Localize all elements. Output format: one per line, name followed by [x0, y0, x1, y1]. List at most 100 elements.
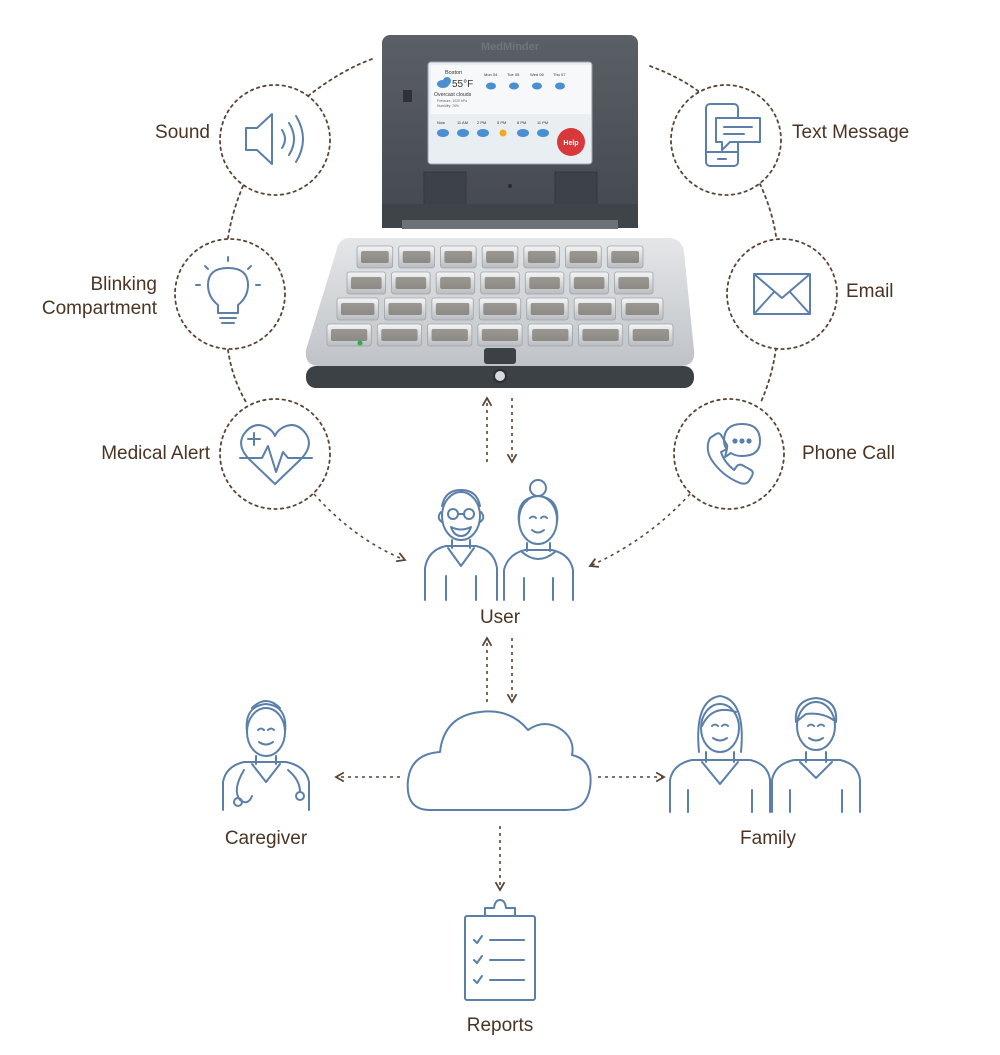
ring-right-lower [759, 347, 777, 405]
email-node [726, 238, 838, 350]
hourly-cloud-icon [457, 129, 469, 137]
pill-compartment[interactable] [527, 323, 573, 347]
pill-compartment[interactable] [569, 271, 609, 295]
label-phone-call: Phone Call [802, 443, 895, 464]
help-button[interactable] [557, 128, 585, 156]
ring-left-lower [227, 349, 247, 403]
cloud-icon [406, 710, 592, 811]
pill-compartment[interactable] [524, 271, 565, 295]
pill-compartment[interactable] [621, 297, 664, 321]
heart-pulse-icon [239, 424, 313, 485]
weather-city: Boston [445, 70, 462, 76]
pill-compartment[interactable] [478, 297, 522, 321]
pill-compartment[interactable] [606, 245, 644, 269]
envelope-icon [753, 273, 811, 315]
label-sound: Sound [155, 122, 210, 143]
weather-widget: Boston 55°F Overcast clouds Pressure: 10… [431, 65, 591, 114]
hourly-time-label: 8 PM [517, 120, 526, 125]
pill-compartment[interactable] [440, 245, 477, 269]
hourly-time-label: 11 AM [457, 120, 468, 125]
pill-compartment[interactable] [376, 323, 422, 347]
label-blinking-compartment: Blinking Compartment [27, 273, 157, 321]
hourly-cloud-icon [477, 129, 489, 137]
user-couple-icon [424, 479, 574, 601]
forecast-cloud-icon [486, 82, 496, 90]
pill-compartment[interactable] [427, 323, 473, 347]
pill-compartment[interactable] [573, 297, 616, 321]
forecast-days: Mon 04 Tue 05 Wed 06 Thu 07 [484, 72, 566, 90]
reports-clipboard-icon [464, 899, 536, 1001]
label-email: Email [846, 281, 894, 302]
pill-compartment[interactable] [391, 271, 431, 295]
forecast-day-label: Wed 06 [530, 72, 544, 77]
speaker-grille-left [423, 171, 467, 209]
blinking-compartment-node [174, 238, 286, 350]
sound-node [219, 84, 331, 196]
forecast-cloud-icon [532, 82, 542, 90]
weather-temperature: 55°F [452, 79, 473, 90]
label-caregiver: Caregiver [224, 828, 308, 849]
pill-compartment[interactable] [578, 323, 624, 347]
ring-top-right [649, 65, 703, 95]
label-family: Family [740, 828, 796, 849]
speaker-icon [245, 113, 304, 165]
medminder-pill-dispenser: MedMinder Boston 55°F Overcast clouds Pr… [305, 35, 695, 388]
device-brand: MedMinder [481, 41, 540, 53]
lock-keyhole [493, 369, 507, 383]
label-text-message: Text Message [792, 122, 910, 143]
arrow-phone-call-to-user [588, 493, 691, 568]
front-notch [484, 348, 516, 364]
forecast-day-label: Tue 05 [507, 72, 520, 77]
lid-latch [403, 90, 412, 102]
sensor-dot [508, 184, 512, 188]
help-label: Help [563, 140, 578, 147]
pill-compartment[interactable] [326, 323, 372, 347]
pill-compartment[interactable] [398, 245, 435, 269]
alert-ring [227, 57, 777, 405]
hourly-time-label: 5 PM [497, 120, 506, 125]
text-message-node [670, 84, 782, 196]
hourly-cloud-icon [437, 129, 449, 137]
pill-compartment[interactable] [346, 271, 386, 295]
pill-compartment[interactable] [481, 245, 519, 269]
pill-compartment[interactable] [356, 245, 394, 269]
label-reports: Reports [466, 1015, 534, 1036]
label-medical-alert: Medical Alert [101, 443, 210, 464]
medical-alert-node [219, 398, 331, 510]
forecast-day-label: Mon 04 [484, 72, 498, 77]
label-blinking-compartment-text: Blinking Compartment [41, 274, 157, 319]
pill-compartment[interactable] [628, 323, 674, 347]
pill-compartment[interactable] [384, 297, 427, 321]
forecast-cloud-icon [509, 82, 519, 90]
pill-compartment[interactable] [336, 297, 379, 321]
hourly-time-label: 11 PM [537, 120, 548, 125]
cloud-icon [437, 77, 451, 88]
hourly-time-label: Now [437, 120, 445, 125]
pill-compartment[interactable] [565, 245, 602, 269]
hourly-cloud-icon [537, 129, 549, 137]
hourly-time-label: 2 PM [477, 120, 486, 125]
family-couple-icon [669, 695, 861, 813]
phone-call-icon [706, 423, 761, 485]
pill-compartment[interactable] [435, 271, 476, 295]
ring-left-upper [227, 185, 244, 239]
ring-top-left [302, 57, 376, 101]
pill-compartment[interactable] [523, 245, 560, 269]
weather-detail-2: Humidity: 76% [437, 104, 459, 108]
weather-condition: Overcast clouds [434, 92, 472, 98]
speaker-grille-right [554, 171, 598, 209]
hourly-cloud-icon [517, 129, 529, 137]
label-user: User [479, 607, 521, 628]
forecast-day-label: Thu 07 [553, 72, 566, 77]
phone-message-icon [705, 103, 761, 167]
lightbulb-icon [195, 256, 261, 324]
pill-compartment[interactable] [477, 323, 523, 347]
pill-compartment[interactable] [614, 271, 654, 295]
pill-compartment[interactable] [431, 297, 474, 321]
weather-detail-1: Pressure: 1020 hPa [437, 99, 467, 103]
arrow-medical-alert-to-user [313, 493, 407, 563]
connectors [313, 396, 691, 892]
pill-compartment[interactable] [526, 297, 569, 321]
pill-compartment[interactable] [480, 271, 520, 295]
